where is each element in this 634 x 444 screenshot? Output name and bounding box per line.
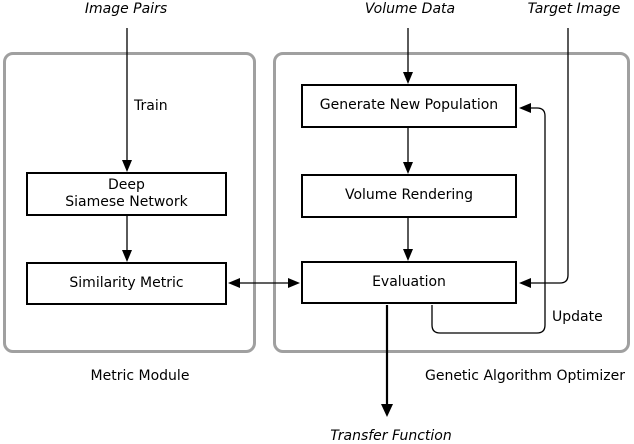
node-similarity-metric-label: Similarity Metric (69, 274, 184, 291)
genetic-algorithm-optimizer-group (273, 52, 630, 353)
input-label-image-pairs: Image Pairs (84, 1, 168, 17)
node-evaluation: Evaluation (301, 261, 517, 304)
node-generate-new-population-label: Generate New Population (319, 97, 499, 114)
node-deep-siamese-network-label: Deep Siamese Network (65, 176, 188, 211)
node-volume-rendering-label: Volume Rendering (344, 187, 473, 204)
caption-metric-module: Metric Module (90, 368, 190, 384)
input-label-volume-data: Volume Data (364, 1, 456, 17)
metric-module-group (3, 52, 256, 353)
edge-label-update: Update (552, 309, 603, 325)
output-label-transfer-function: Transfer Function (330, 428, 452, 444)
caption-genetic-algorithm-optimizer: Genetic Algorithm Optimizer (424, 368, 626, 384)
node-evaluation-label: Evaluation (372, 273, 446, 290)
node-generate-new-population: Generate New Population (301, 84, 517, 128)
node-volume-rendering: Volume Rendering (301, 174, 517, 218)
edge-label-train: Train (134, 98, 168, 114)
input-label-target-image: Target Image (527, 1, 621, 17)
node-deep-siamese-network: Deep Siamese Network (26, 172, 227, 216)
node-similarity-metric: Similarity Metric (26, 262, 227, 305)
